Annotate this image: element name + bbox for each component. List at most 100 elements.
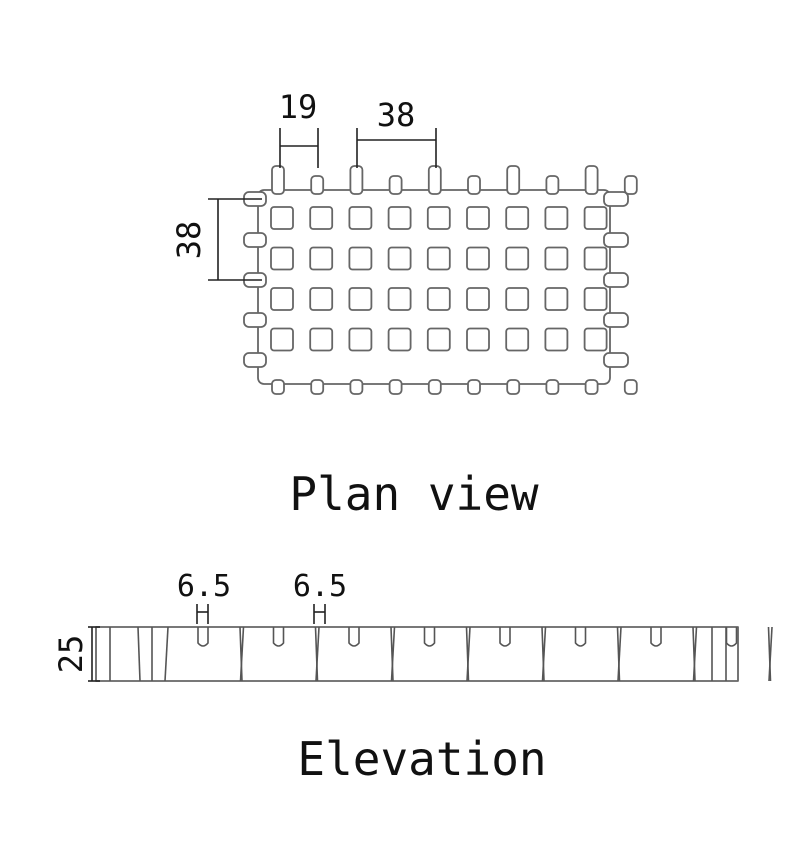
elevation-slot (499, 627, 511, 647)
plan-hole (505, 246, 530, 271)
plan-hole (544, 246, 569, 271)
plan-top-tooth (271, 165, 285, 195)
dim-6-5-a: 6.5 (177, 569, 231, 624)
elevation-rib (692, 626, 698, 682)
plan-right-tab (603, 272, 629, 288)
plan-bottom-tooth (271, 379, 285, 395)
plan-hole (583, 287, 608, 311)
plan-hole (426, 206, 451, 230)
plan-view: 19 38 38 Plan view (170, 88, 638, 521)
plan-top-tooth (584, 165, 599, 195)
plan-bottom-tooth (584, 379, 599, 395)
plan-hole (544, 287, 569, 311)
plan-bottom-tooth (467, 379, 481, 395)
plan-top-tooth (388, 175, 403, 195)
plan-hole (583, 246, 608, 271)
plan-bottom-tooth (427, 379, 442, 395)
plan-top-tooth (427, 165, 442, 195)
plan-bottom-teeth (271, 379, 638, 395)
plan-right-tab (603, 352, 629, 368)
plan-left-tab (243, 232, 267, 248)
dim-6-5-a-label: 6.5 (177, 569, 231, 604)
elevation-rib (617, 626, 622, 682)
plan-bottom-tooth (545, 379, 560, 395)
elevation-rib (239, 626, 245, 682)
plan-hole (270, 246, 294, 271)
dim-19-label: 19 (279, 88, 318, 126)
elevation-rib (137, 626, 141, 682)
plan-top-tooth (506, 165, 521, 195)
plan-right-tab (603, 312, 629, 328)
plan-hole (583, 206, 608, 230)
dim-19: 19 (279, 88, 319, 168)
plan-bottom-tooth (388, 379, 403, 395)
plan-hole (544, 206, 569, 230)
elevation-slot (272, 627, 285, 647)
plan-hole (270, 327, 294, 352)
elevation-rib (541, 626, 547, 682)
elevation-slot (650, 627, 662, 647)
plan-hole (505, 327, 530, 352)
plan-hole (387, 206, 412, 230)
plan-bottom-tooth (623, 379, 638, 395)
plan-side-tabs (243, 191, 629, 368)
plan-left-tab (243, 352, 267, 368)
plan-hole (348, 206, 373, 230)
dim-6-5-b: 6.5 (293, 569, 347, 624)
plan-hole (466, 246, 490, 271)
elevation-slot (197, 627, 209, 647)
dim-25-label: 25 (52, 635, 90, 674)
plan-top-tooth (623, 175, 638, 195)
elevation-body (95, 626, 739, 682)
plan-hole (466, 206, 490, 230)
plan-hole (309, 287, 334, 311)
elevation-slot (574, 627, 587, 647)
elevation-rib (315, 626, 320, 682)
dim-25: 25 (52, 626, 100, 682)
plan-view-caption: Plan view (289, 467, 539, 521)
plan-hole (387, 246, 412, 271)
plan-hole (270, 287, 294, 311)
plan-hole (309, 206, 334, 230)
plan-hole (544, 327, 569, 352)
plan-hole (348, 327, 373, 352)
plan-hole (348, 246, 373, 271)
plan-bottom-tooth (310, 379, 325, 395)
dim-38-horizontal-label: 38 (377, 96, 416, 134)
plan-hole (387, 287, 412, 311)
plan-hole (505, 287, 530, 311)
dim-38-horizontal: 38 (356, 96, 437, 168)
plan-hole (466, 287, 490, 311)
plan-hole (309, 327, 334, 352)
elevation-slot (348, 627, 360, 647)
plan-hole (505, 206, 530, 230)
elevation-rib (466, 626, 471, 682)
dim-6-5-b-label: 6.5 (293, 569, 347, 604)
plan-top-tooth (310, 175, 325, 195)
plan-hole (426, 327, 451, 352)
elevation-rib (768, 626, 773, 682)
plan-right-tab (603, 191, 629, 207)
elevation-slot (423, 627, 436, 647)
plan-hole (309, 246, 334, 271)
elevation-segments (109, 626, 773, 682)
plan-top-tooth (349, 165, 364, 195)
plan-bottom-tooth (506, 379, 521, 395)
plan-hole (270, 206, 294, 230)
plan-hole (426, 246, 451, 271)
plan-hole (466, 327, 490, 352)
plan-hole (583, 327, 608, 352)
elevation-caption: Elevation (297, 732, 546, 786)
plan-hole (348, 287, 373, 311)
plan-hole (426, 287, 451, 311)
plan-right-tab (603, 232, 629, 248)
elevation-rib (164, 626, 169, 682)
elevation-view: 6.5 6.5 25 Elevation (52, 569, 773, 786)
plan-holes (270, 206, 608, 352)
plan-bottom-tooth (349, 379, 364, 395)
plan-left-tab (243, 312, 267, 328)
dim-38-vertical: 38 (170, 198, 262, 281)
dim-38-vertical-label: 38 (170, 221, 208, 260)
plan-top-tooth (467, 175, 481, 195)
